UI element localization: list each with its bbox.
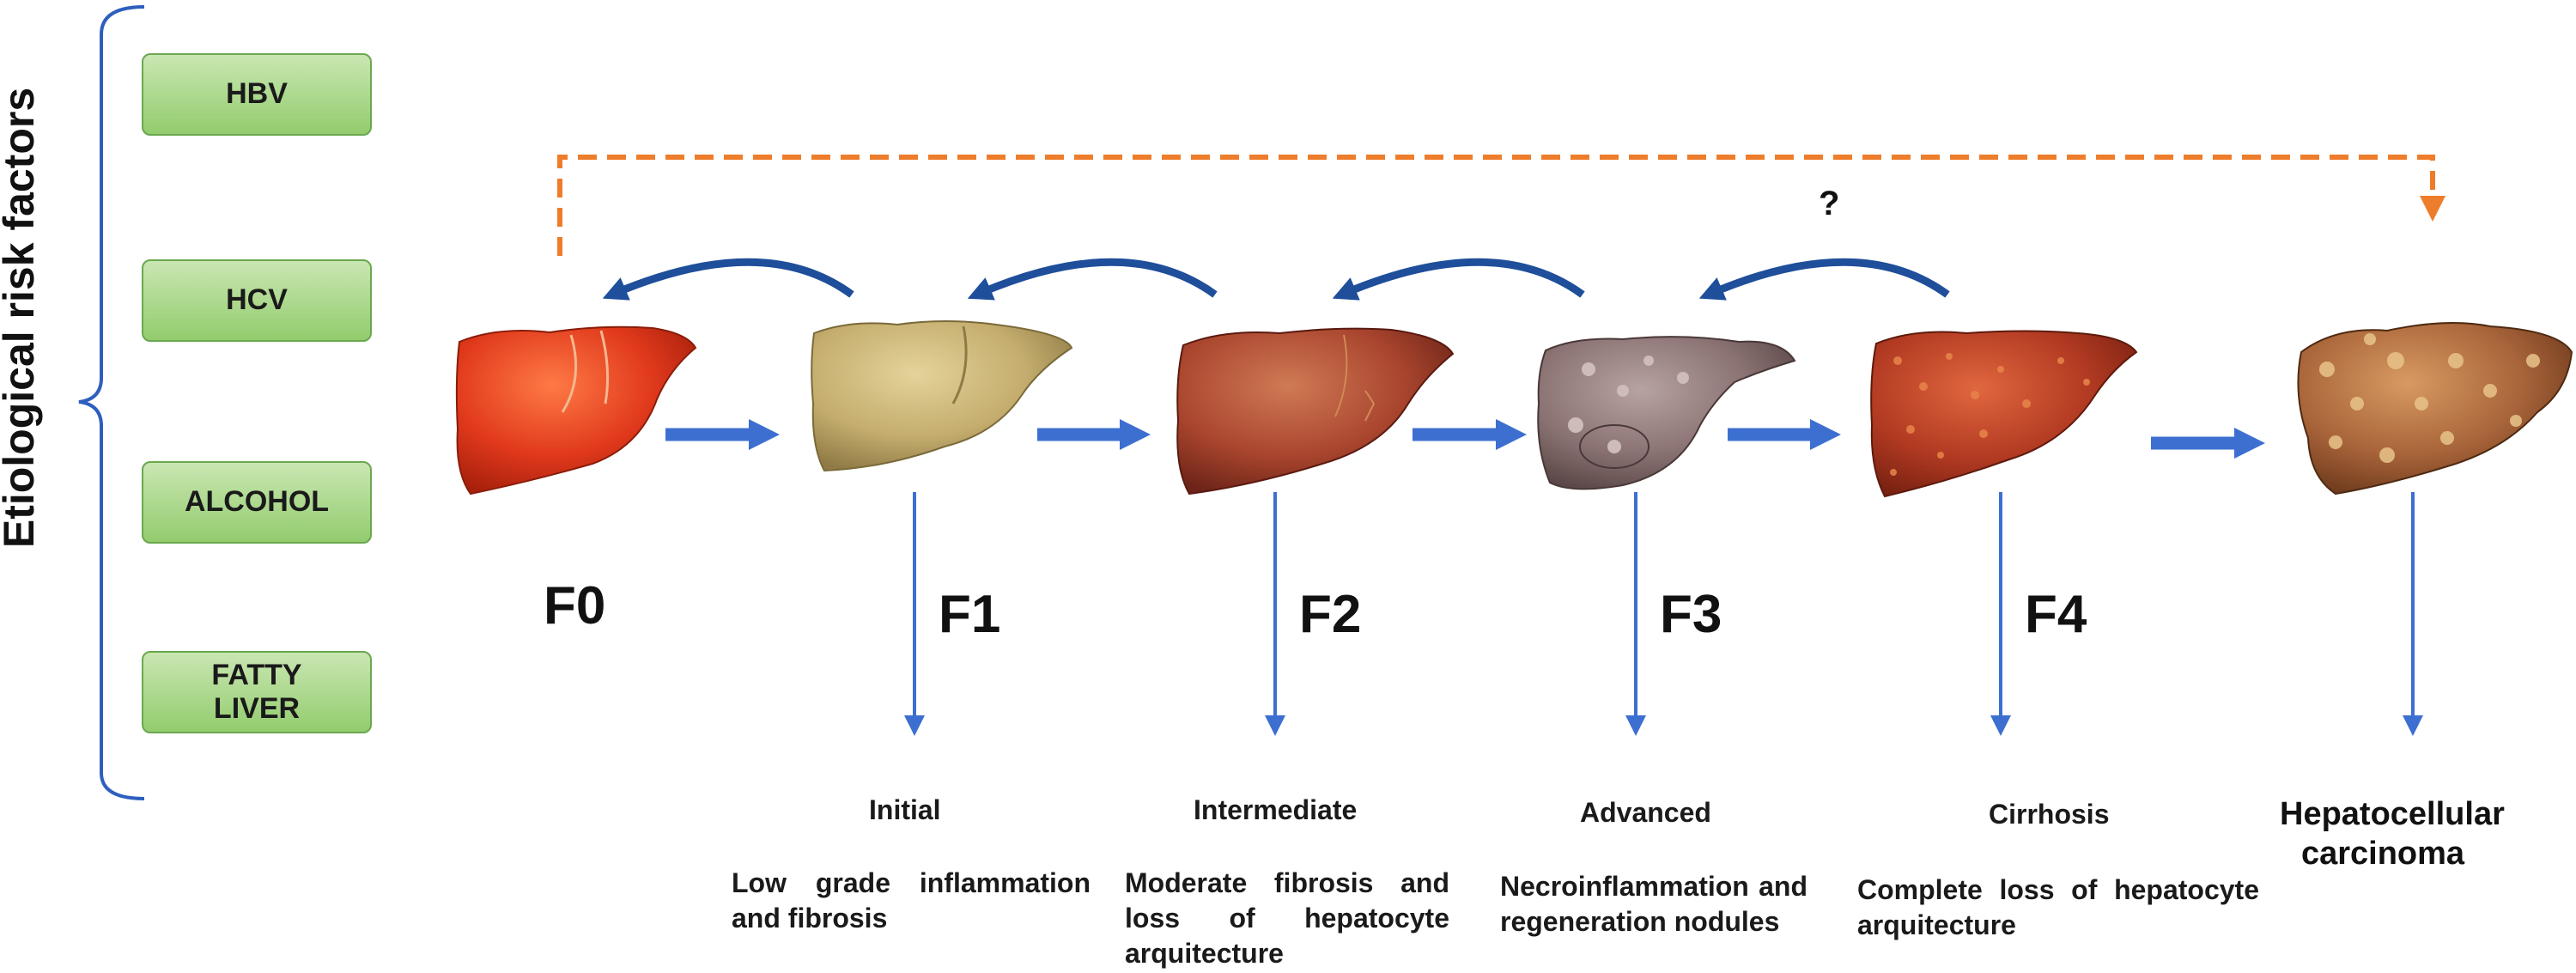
reverse-arrow-f1-f0 — [602, 258, 854, 301]
stage-description-f4: Complete loss of hepatocyte arquitecture — [1857, 874, 2259, 940]
liver-healthy-icon — [455, 325, 697, 496]
reverse-arrow-f4-f3 — [1698, 258, 1950, 301]
liver-steatosis-icon — [811, 320, 1073, 472]
liver-cirrhosis-icon — [1870, 330, 2138, 498]
stage-label-f2: F2 — [1299, 585, 1362, 644]
uncertain-regression-mark: ? — [1819, 185, 1840, 222]
reverse-arrow-f2-f1 — [967, 258, 1218, 301]
dashed-carcinoma-arrow — [557, 155, 2445, 256]
stage-label-f3: F3 — [1660, 585, 1722, 644]
stage-title-f2: Intermediate — [1194, 794, 1358, 825]
risk-factor-hbv: HBV — [142, 53, 372, 136]
risk-factor-hcv: HCV — [142, 259, 372, 342]
stage-title-f3: Advanced — [1580, 797, 1711, 828]
risk-factor-alcohol: ALCOHOL — [142, 461, 372, 544]
risk-factor-fatty-liver: FATTY LIVER — [142, 651, 372, 733]
stage-description-f3: Necroinflammation and regeneration nodul… — [1500, 871, 1807, 937]
stage-title-f4: Cirrhosis — [1989, 799, 2110, 830]
stage-description-f2: Moderate fibrosis and loss of hepatocyte… — [1125, 867, 1449, 969]
stage-label-f0: F0 — [544, 576, 606, 635]
stage-description-f1: Low grade inflammation and fibrosis — [732, 867, 1091, 933]
risk-factor-brace — [78, 5, 145, 800]
risk-factors-title-text: Etiological risk factors — [0, 87, 43, 549]
final-stage-title: Hepatocellular carcinoma — [2280, 796, 2505, 872]
reverse-arrow-f3-f2 — [1332, 258, 1585, 301]
stage-label-f1: F1 — [939, 585, 1001, 644]
liver-fibrosis-icon — [1176, 327, 1455, 496]
stage-label-f4: F4 — [2025, 585, 2087, 644]
liver-carcinoma-icon — [2297, 322, 2573, 496]
stage-title-f1: Initial — [869, 794, 941, 825]
liver-advanced-fibrosis-icon — [1537, 336, 1796, 490]
